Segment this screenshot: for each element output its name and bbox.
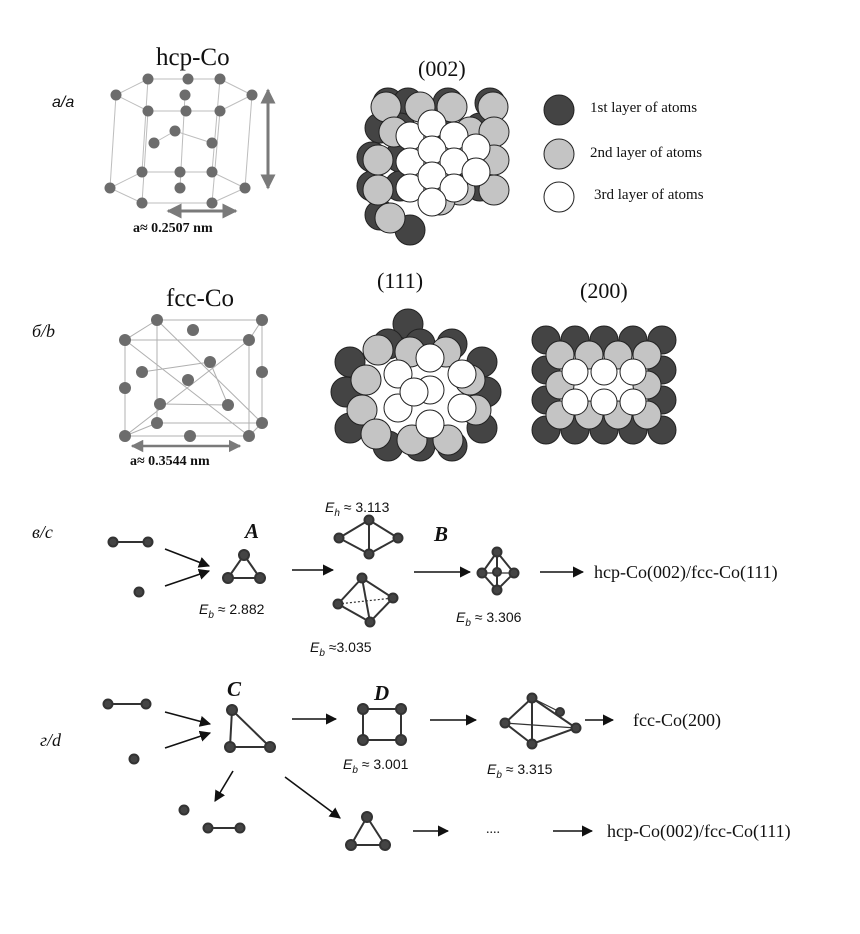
energy-label-upper: Eh ≈ 3.113 <box>325 499 390 519</box>
atom-layer-3 <box>590 388 618 416</box>
pathway-c-graphics <box>107 514 520 628</box>
product-label-hcp: hcp-Co(002)/fcc-Co(111) <box>607 821 791 841</box>
atom-layer-3 <box>619 358 647 386</box>
panel-label-d: г/d <box>40 730 62 750</box>
energy-label-d: Eb ≈ 3.001 <box>343 756 409 776</box>
energy-label-pyramid: Eb ≈ 3.315 <box>487 761 553 781</box>
atom-layer-3 <box>561 388 589 416</box>
atom-layer-3 <box>399 377 429 407</box>
legend-label-layer-1: 1st layer of atoms <box>590 100 698 116</box>
legend-swatch-layer-1 <box>543 94 575 126</box>
atom-layer-3 <box>439 173 469 203</box>
atom-layer-2 <box>374 202 406 234</box>
panel-label-b: б/b <box>32 321 56 341</box>
atom-layer-3 <box>590 358 618 386</box>
cluster-label-d: D <box>374 681 390 705</box>
energy-label-a: Eb ≈ 2.882 <box>199 601 265 621</box>
atom-layer-2 <box>350 364 382 396</box>
cluster-label-b: B <box>434 522 449 546</box>
atom-layer-2 <box>362 334 394 366</box>
panel-label-a: а/a <box>52 94 75 111</box>
atom-layer-3 <box>415 343 445 373</box>
atom-layer-3 <box>561 358 589 386</box>
legend-label-layer-2: 2nd layer of atoms <box>590 145 703 161</box>
facet-label-200: (200) <box>580 278 628 303</box>
atom-layer-2 <box>346 394 378 426</box>
atom-layer-2 <box>362 144 394 176</box>
cluster-label-a: A <box>245 519 260 543</box>
structure-title-fcc: fcc-Co <box>166 285 235 312</box>
atom-layer-3 <box>447 393 477 423</box>
atom-layer-3 <box>447 359 477 389</box>
atom-layer-2 <box>362 174 394 206</box>
structure-title-hcp: hcp-Co <box>156 44 230 71</box>
energy-label-b: Eb ≈ 3.306 <box>456 609 522 629</box>
product-label-c: hcp-Co(002)/fcc-Co(111) <box>594 562 778 582</box>
facet-label-111: (111) <box>377 268 424 293</box>
cluster-label-c: C <box>227 677 242 701</box>
facet-label-002: (002) <box>418 56 466 81</box>
ellipsis-label: .... <box>486 822 500 837</box>
atom-layer-3 <box>417 187 447 217</box>
facet-hcp-002 <box>356 87 510 246</box>
atom-layer-2 <box>478 174 510 206</box>
legend-swatch-layer-3 <box>543 181 575 213</box>
fcc-atoms <box>119 314 268 442</box>
pathway-d-arrows <box>164 711 615 837</box>
atom-layer-3 <box>619 388 647 416</box>
facet-fcc-200 <box>531 325 677 445</box>
legend-label-layer-3: 3rd layer of atoms <box>594 187 704 203</box>
product-label-fcc: fcc-Co(200) <box>633 710 721 730</box>
atom-layer-2 <box>360 418 392 450</box>
panel-label-c: в/c <box>32 522 53 542</box>
facet-fcc-111 <box>330 308 502 462</box>
lattice-label-hcp: a≈ 0.2507 nm <box>133 221 213 236</box>
energy-label-lower: Eb ≈3.035 <box>310 639 372 659</box>
pathway-c-arrows <box>164 548 585 587</box>
hcp-atoms <box>104 73 258 209</box>
atom-layer-3 <box>461 157 491 187</box>
lattice-label-fcc: a≈ 0.3544 nm <box>130 454 210 469</box>
atom-layer-3 <box>415 409 445 439</box>
pathway-d-graphics <box>102 692 582 851</box>
legend-swatch-layer-2 <box>543 138 575 170</box>
